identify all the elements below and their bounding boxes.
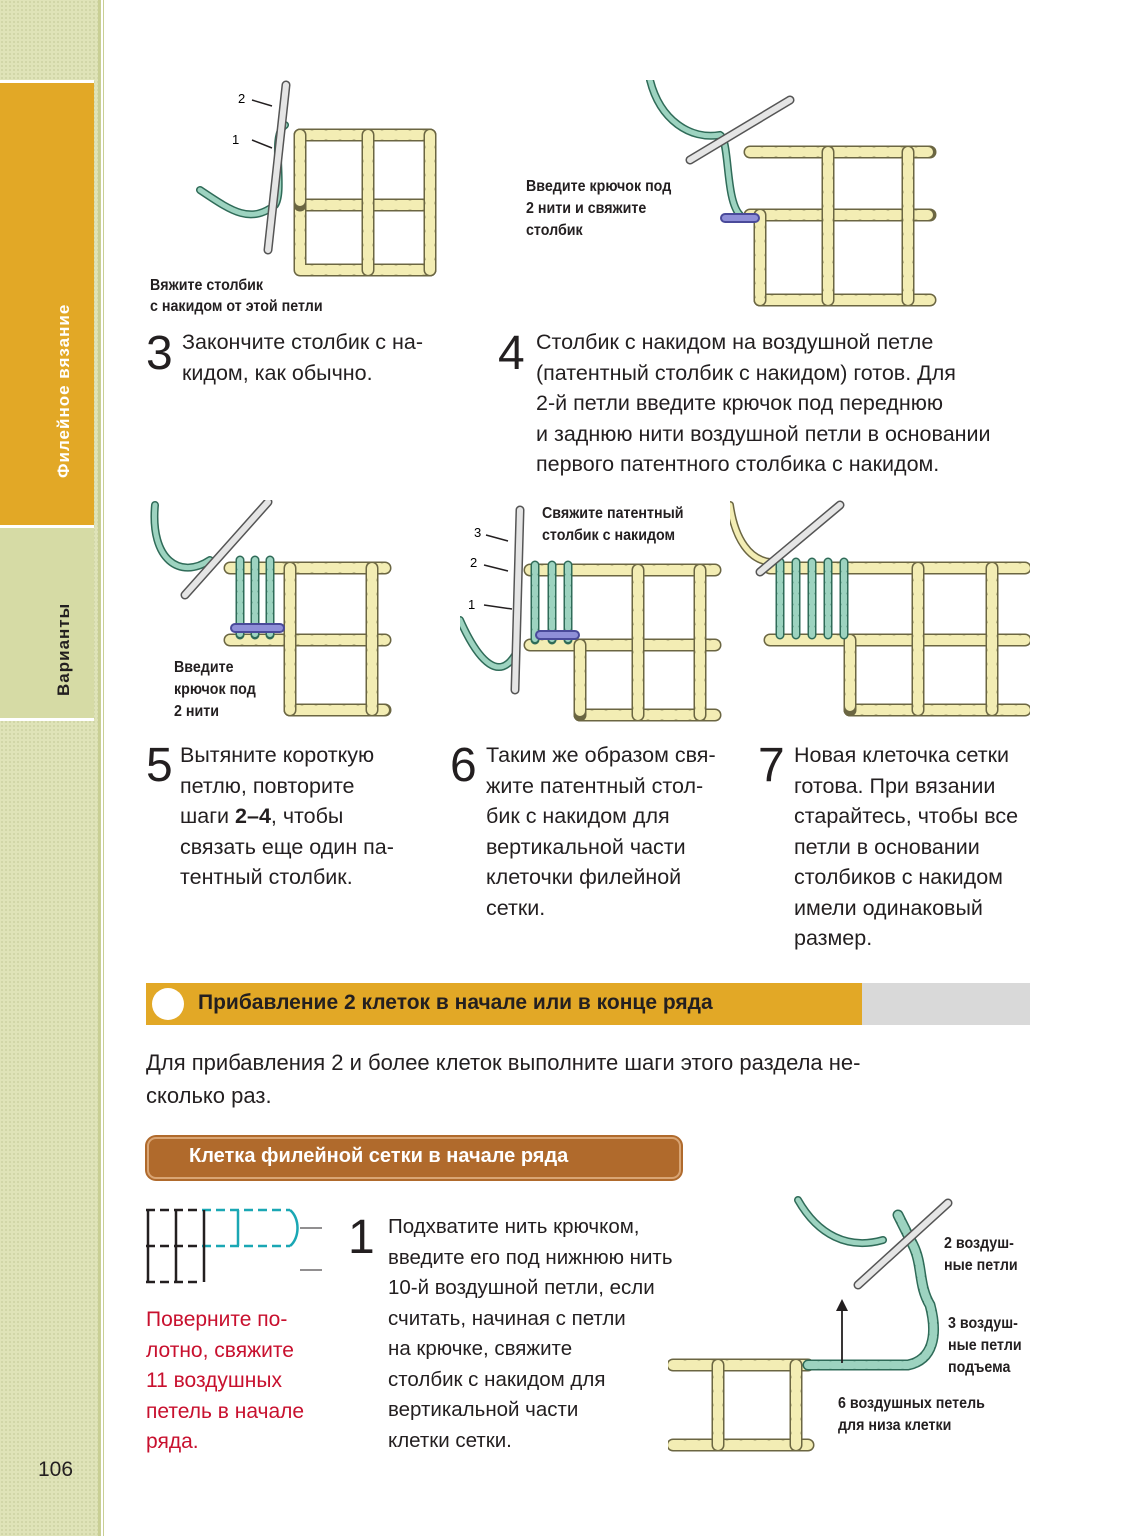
step-5-number: 5 <box>146 742 173 790</box>
step-3-text: Закончите столбик с на-кидом, как обычно… <box>182 327 423 388</box>
fig4-caption-1: Введите крючок под <box>526 177 671 197</box>
bottom-label-3ch-1: 3 воздуш- <box>948 1314 1018 1334</box>
fig3-caption-1: Вяжите столбик <box>150 276 263 296</box>
tab-fillet-crochet-label: Филейное вязание <box>54 304 74 478</box>
fig4-caption-3: столбик <box>526 221 583 241</box>
section-bullet-icon <box>152 988 184 1020</box>
fig5-caption-2: крючок под <box>174 680 256 700</box>
step-3-number: 3 <box>146 330 173 378</box>
tab-variants-label: Варианты <box>54 603 74 696</box>
step-4-text: Столбик с накидом на воздушной петле(пат… <box>536 327 991 480</box>
fig3-marker-1: 1 <box>232 132 239 147</box>
symbol-chart-diagram <box>140 1198 340 1294</box>
sidebar-border-thin <box>103 0 104 1536</box>
fig5-caption-3: 2 нити <box>174 702 219 722</box>
step-4-number: 4 <box>498 330 525 378</box>
figure-step-7 <box>730 500 1030 720</box>
fig6-marker-1: 1 <box>468 597 475 612</box>
tab-variants[interactable]: Варианты <box>0 528 94 721</box>
fig5-caption-1: Введите <box>174 658 234 678</box>
fig4-caption-2: 2 нити и свяжите <box>526 199 646 219</box>
section-header: Прибавление 2 клеток в начале или в конц… <box>146 983 1030 1025</box>
subsection-title: Клетка филейной сетки в начале ряда <box>189 1145 568 1168</box>
bottom-label-3ch-3: подъема <box>948 1358 1010 1378</box>
section-intro: Для прибавления 2 и более клеток выполни… <box>146 1046 1026 1112</box>
bottom-label-2ch-1: 2 воздуш- <box>944 1234 1014 1254</box>
fig3-marker-2: 2 <box>238 91 245 106</box>
figure-step-3: 2 1 <box>190 80 450 280</box>
step-5-text: Вытяните короткую петлю, повторите шаги … <box>180 740 394 893</box>
bottom-step-number: 1 <box>348 1214 375 1262</box>
bottom-label-6ch-1: 6 воздушных петель <box>838 1394 985 1414</box>
bottom-label-3ch-2: ные петли <box>948 1336 1022 1356</box>
tab-fillet-crochet[interactable]: Филейное вязание <box>0 80 94 528</box>
step-7-number: 7 <box>758 742 785 790</box>
bottom-label-2ch-2: ные петли <box>944 1256 1018 1276</box>
fig6-caption-2: столбик с накидом <box>542 526 675 546</box>
section-title: Прибавление 2 клеток в начале или в конц… <box>198 991 713 1015</box>
subsection-header: Клетка филейной сетки в начале ряда <box>147 1137 681 1179</box>
figure-step-4 <box>630 80 940 315</box>
bottom-step-text: Подхватите нить крючком,введите его под … <box>388 1212 673 1456</box>
page-number: 106 <box>38 1458 73 1482</box>
fig6-marker-3: 3 <box>474 525 481 540</box>
fig6-marker-2: 2 <box>470 555 477 570</box>
bottom-label-6ch-2: для низа клетки <box>838 1416 951 1436</box>
sidebar-border <box>98 0 101 1536</box>
fig3-caption-2: с накидом от этой петли <box>150 297 323 317</box>
fig6-caption-1: Свяжите патентный <box>542 504 684 524</box>
step-6-number: 6 <box>450 742 477 790</box>
step-6-text: Таким же образом свя-жите патентный стол… <box>486 740 716 923</box>
